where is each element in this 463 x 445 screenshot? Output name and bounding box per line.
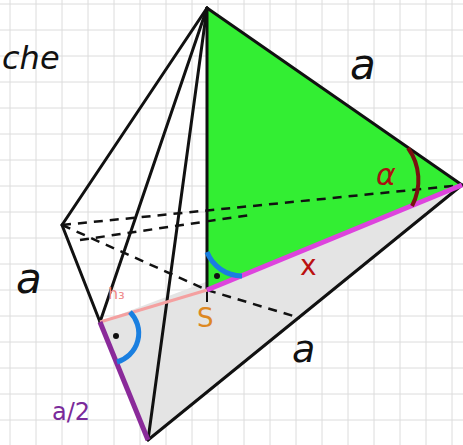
- side-label: a: [292, 330, 315, 368]
- hidden-edges: [62, 185, 462, 318]
- segment-label: x: [300, 252, 317, 280]
- half-side-label: a/2: [52, 400, 90, 424]
- grid-line: [452, 0, 453, 445]
- angle-arc: [408, 148, 418, 206]
- edge: [148, 8, 207, 440]
- right-angle-arc: [207, 252, 242, 276]
- side-label: a: [350, 44, 376, 86]
- grid-line: [426, 0, 427, 445]
- edge: [62, 8, 207, 225]
- right-angle-arc: [117, 312, 139, 362]
- side-label: a: [16, 258, 42, 300]
- edge: [100, 8, 207, 322]
- edge: [62, 225, 100, 322]
- grid-line: [0, 4, 463, 5]
- angle-label: α: [376, 160, 396, 190]
- hidden-edge: [207, 290, 300, 318]
- base-diagonal: [62, 185, 462, 225]
- grid-line: [0, 394, 463, 395]
- green-triangle: [207, 8, 462, 290]
- height-line: [206, 8, 209, 290]
- foot-tick: [206, 292, 208, 302]
- pyramid-edges: [62, 8, 462, 440]
- cut-heading: che: [2, 42, 60, 74]
- right-angle-dot: [214, 273, 220, 279]
- height-label: h₃: [108, 286, 125, 302]
- half-side-segment: [100, 322, 148, 440]
- hidden-edge: [80, 215, 250, 240]
- edge: [207, 8, 462, 185]
- point-label: S: [197, 305, 214, 331]
- right-angle-dot: [113, 333, 119, 339]
- grid-line: [88, 0, 89, 445]
- grid-line: [114, 0, 115, 445]
- x-segment: [207, 185, 462, 290]
- edge: [148, 185, 462, 440]
